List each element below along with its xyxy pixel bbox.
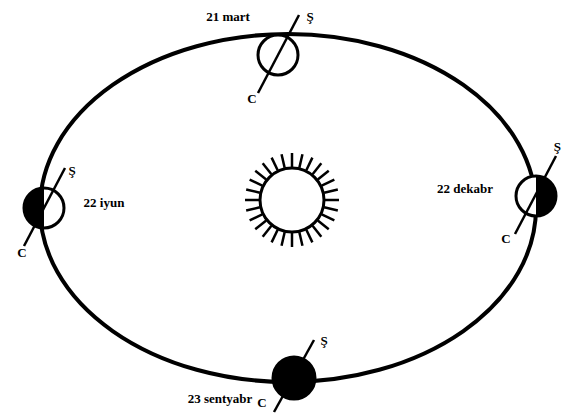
- sun-ray: [255, 171, 266, 180]
- earth-night-side: [536, 176, 556, 216]
- sun-ray: [313, 226, 322, 237]
- sun-ray: [306, 158, 312, 171]
- sun-ray: [272, 158, 278, 171]
- sun-ray: [299, 154, 302, 168]
- sun-ray: [318, 221, 329, 230]
- sun-ray: [324, 207, 338, 210]
- pole-label: Ş: [320, 334, 327, 347]
- earth-axis: [274, 340, 314, 412]
- date-label: 22 dekabr: [437, 182, 493, 195]
- sun-ray: [322, 180, 335, 186]
- sun-ray: [263, 226, 272, 237]
- pole-label: Ş: [554, 140, 561, 153]
- earth-axis: [258, 15, 299, 93]
- sun-ray: [299, 232, 302, 246]
- sun-ray: [325, 199, 339, 202]
- sun-ray: [246, 190, 260, 193]
- earth-axis: [24, 168, 65, 246]
- sun-ray: [246, 207, 260, 210]
- sun-ray: [255, 221, 266, 230]
- sun-ray: [282, 232, 285, 246]
- pole-label: C: [247, 92, 256, 105]
- pole-label: Ş: [306, 10, 313, 23]
- sun-ray: [291, 233, 294, 247]
- sun-ray: [263, 163, 272, 174]
- sun-ray: [313, 163, 322, 174]
- sun-ray: [282, 154, 285, 168]
- sun-ray: [250, 214, 263, 220]
- earth-axis: [515, 156, 556, 234]
- sun-ray: [322, 214, 335, 220]
- sun: [260, 168, 324, 232]
- sun-ray: [324, 190, 338, 193]
- sun-ray: [306, 230, 312, 243]
- sun-rays: [245, 153, 339, 247]
- pole-label: C: [501, 232, 510, 245]
- sun-ray: [245, 199, 259, 202]
- earth-night-side: [24, 188, 44, 228]
- sun-ray: [291, 153, 294, 167]
- sun-ray: [272, 230, 278, 243]
- date-label: 22 iyun: [84, 196, 125, 209]
- pole-label: Ş: [68, 164, 75, 177]
- date-label: 23 sentyabr: [188, 392, 253, 405]
- pole-label: C: [257, 396, 266, 409]
- date-label: 21 mart: [206, 10, 250, 23]
- sun-ray: [318, 171, 329, 180]
- orbit-ellipse: [40, 34, 536, 382]
- pole-label: C: [17, 246, 26, 259]
- sun-ray: [250, 180, 263, 186]
